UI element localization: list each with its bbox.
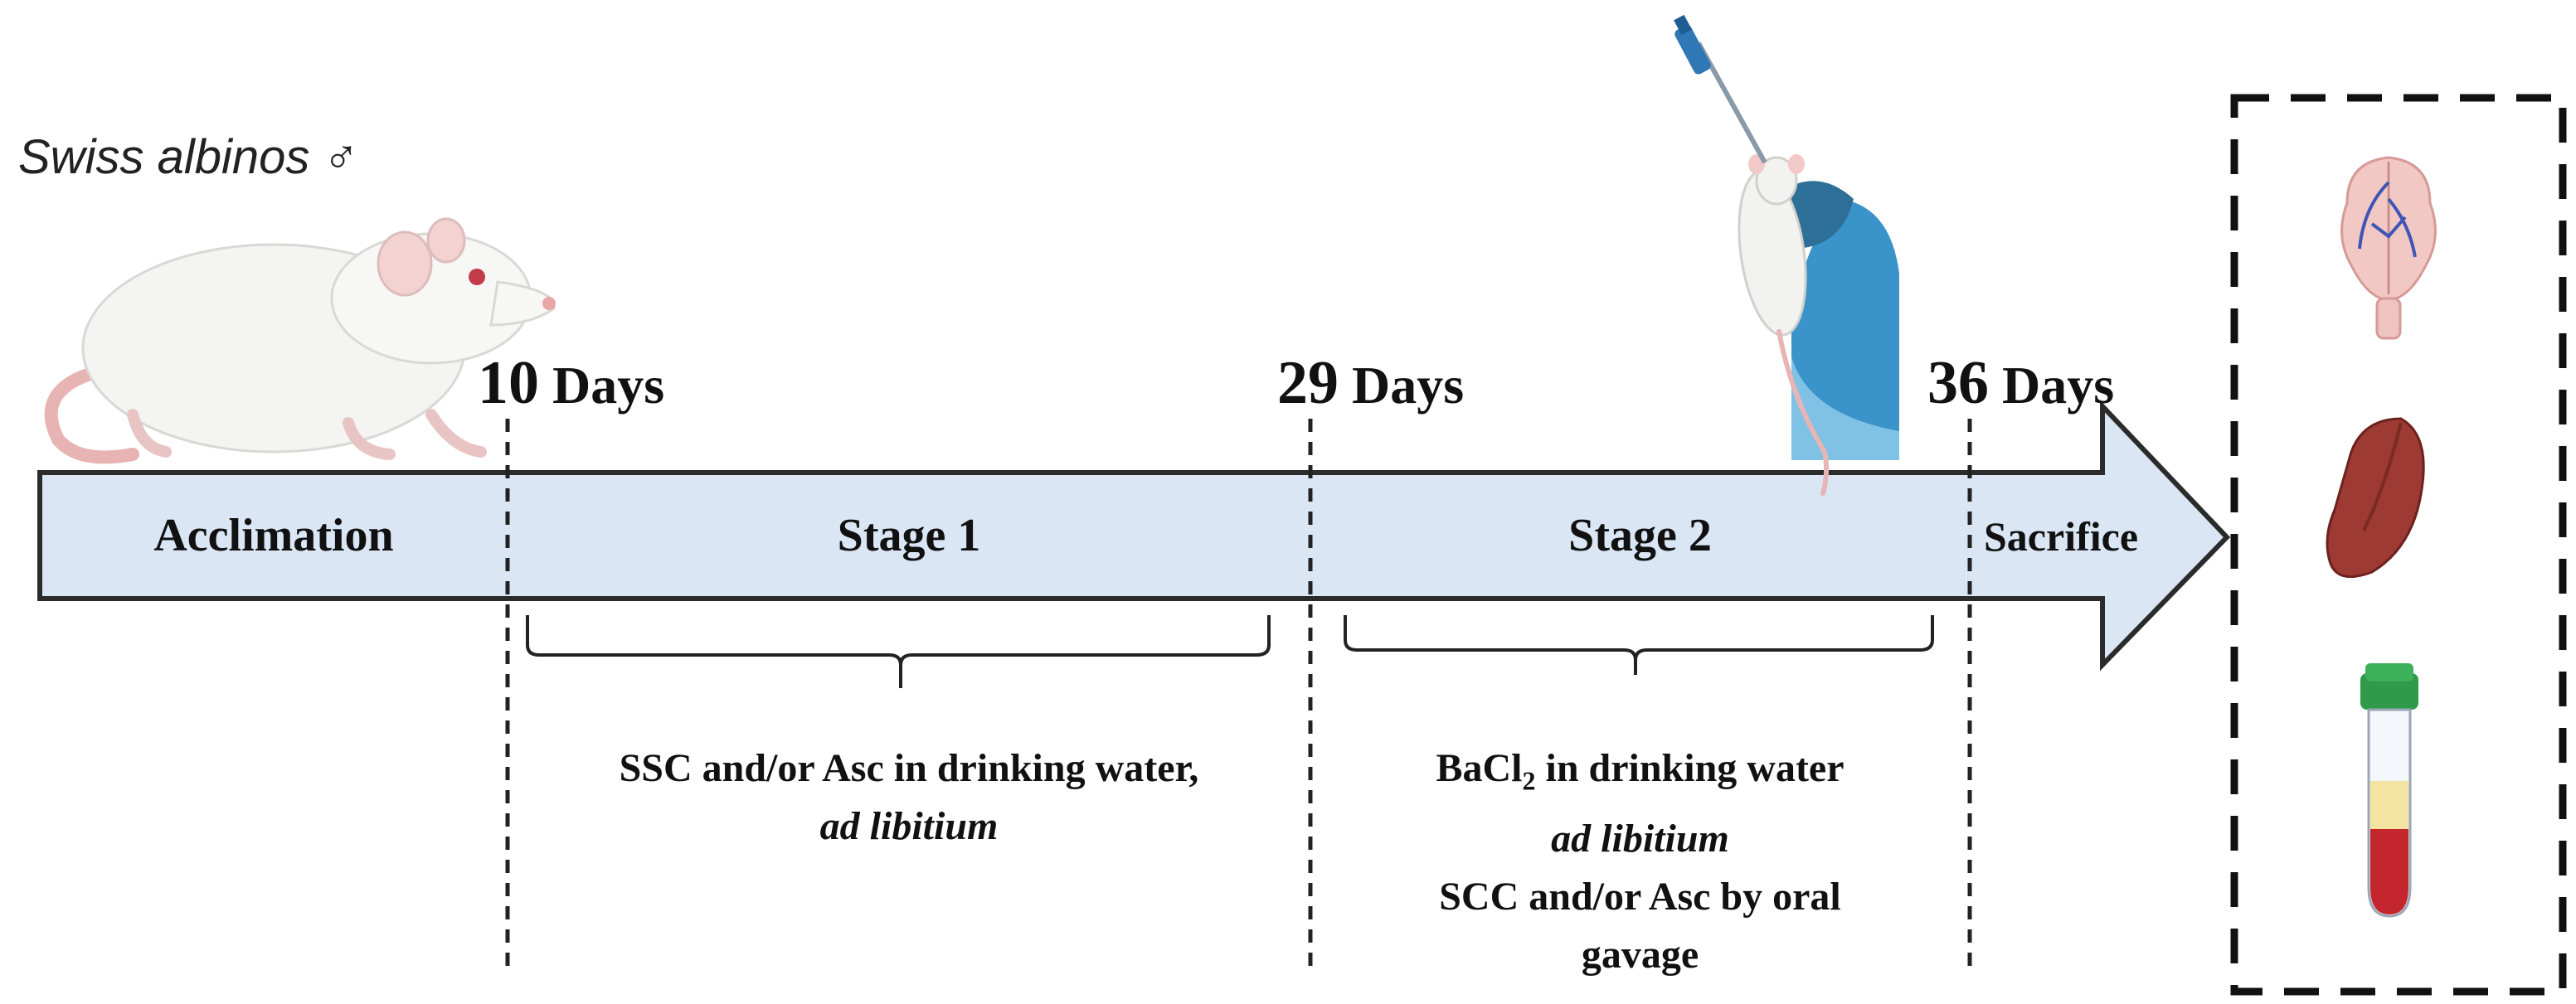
marker-number: 29: [1277, 349, 1339, 417]
segment-acclimation: Acclimation: [153, 510, 394, 561]
species-label: Swiss albinos ♂: [18, 130, 359, 184]
marker-label-29-days: 29 Days: [1277, 348, 1464, 419]
stage1-brace: [526, 615, 1271, 688]
stage2-note: BaCl2 in drinking water ad libitium SCC …: [1310, 740, 1970, 984]
segment-sacrifice: Sacrifice: [1984, 513, 2139, 560]
samples-box: [2230, 94, 2567, 996]
stage2-note-line4: gavage: [1581, 932, 1699, 977]
stage2-note-line1: BaCl2 in drinking water: [1310, 740, 1970, 810]
oral-gavage-mouse-hand-pipette-icon: [1674, 14, 1899, 496]
liver-icon: [2326, 417, 2425, 579]
marker-unit: Days: [1352, 356, 1465, 415]
stage2-brace: [1344, 615, 1934, 675]
marker-number: 36: [1927, 349, 1989, 417]
marker-unit: Days: [2002, 356, 2115, 415]
brain-icon: [2340, 156, 2437, 340]
stage1-note: SSC and/or Asc in drinking water, ad lib…: [508, 740, 1310, 856]
timeline-arrow: [37, 400, 2231, 672]
blood-sample-tube-icon: [2360, 663, 2418, 918]
segment-stage-1: Stage 1: [837, 510, 981, 561]
marker-number: 10: [478, 349, 539, 417]
marker-unit: Days: [552, 356, 665, 415]
stage2-note-line2: ad libitium: [1551, 816, 1729, 861]
marker-label-36-days: 36 Days: [1927, 348, 2114, 419]
marker-label-10-days: 10 Days: [478, 348, 664, 419]
stage2-note-bacl: BaCl: [1436, 746, 1523, 790]
stage1-note-line1: SSC and/or Asc in drinking water,: [619, 746, 1199, 790]
segment-stage-2: Stage 2: [1568, 510, 1712, 561]
stage1-note-line2: ad libitium: [819, 804, 999, 848]
stage2-note-line1-rest: in drinking water: [1535, 746, 1845, 790]
stage2-note-bacl-subscript: 2: [1522, 765, 1536, 796]
white-rat-icon: [44, 217, 556, 464]
stage2-note-line3: SCC and/or Asc by oral: [1439, 874, 1841, 919]
